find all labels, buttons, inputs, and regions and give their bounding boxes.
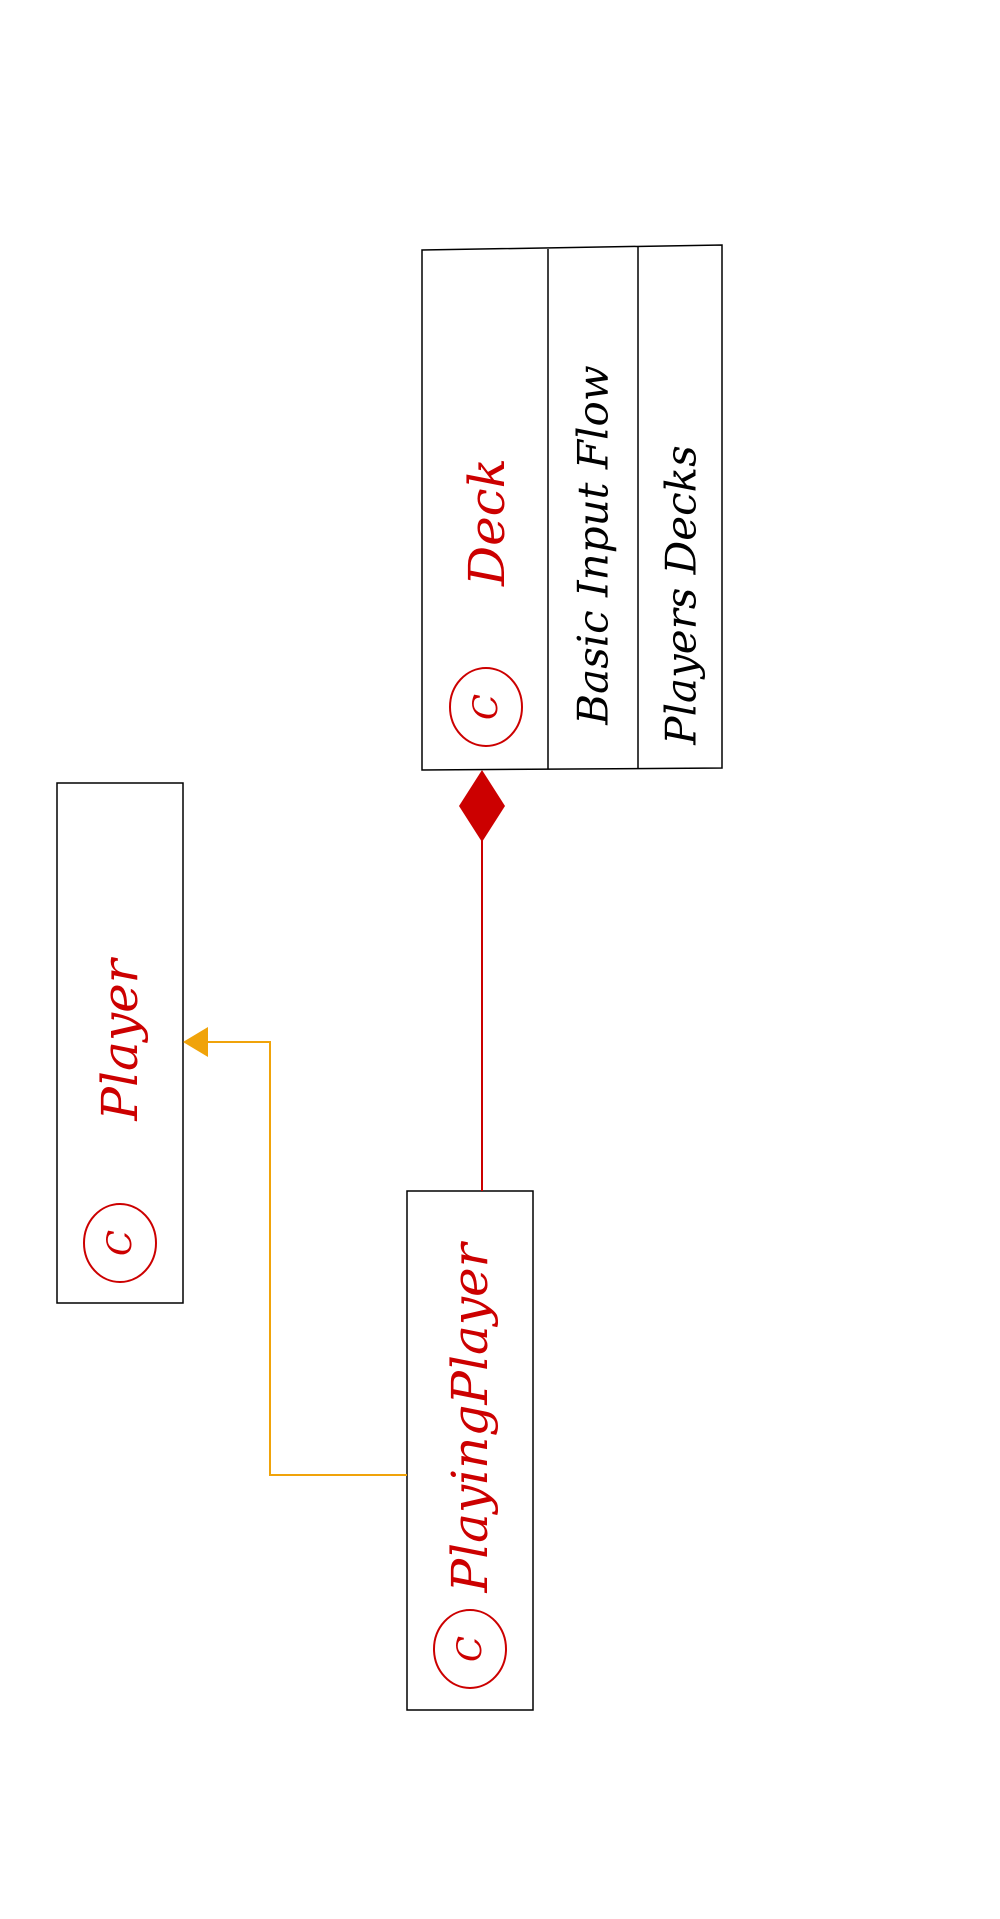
- class-badge-icon: [83, 1203, 157, 1283]
- inheritance-arrow-icon: [183, 1027, 208, 1057]
- composition-connector[interactable]: [459, 770, 505, 1191]
- class-player-name: Player: [91, 956, 149, 1121]
- class-badge-icon: [449, 667, 523, 747]
- class-playing-player-box: [406, 1190, 534, 1711]
- class-deck-badge: C: [449, 667, 523, 747]
- class-badge-icon: [433, 1609, 507, 1689]
- class-playing-player-name: PlayingPlayer: [441, 1240, 499, 1593]
- class-playing-player[interactable]: C PlayingPlayer: [406, 1190, 534, 1711]
- class-deck[interactable]: C Deck Basic Input Flow Players Decks: [421, 244, 723, 771]
- inheritance-connector[interactable]: [183, 1027, 407, 1476]
- class-deck-member: Players Decks: [657, 445, 706, 745]
- class-badge-letter: C: [466, 694, 506, 720]
- class-player-box: [56, 782, 184, 1304]
- class-deck-member: Basic Input Flow: [569, 365, 618, 725]
- composition-diamond-icon: [459, 770, 505, 842]
- class-player-badge: C: [83, 1203, 157, 1283]
- class-deck-name: Deck: [458, 458, 516, 587]
- class-badge-letter: C: [100, 1230, 140, 1256]
- class-badge-letter: C: [450, 1636, 490, 1662]
- class-playing-player-badge: C: [433, 1609, 507, 1689]
- class-player[interactable]: C Player: [56, 782, 184, 1304]
- class-deck-box: [421, 244, 723, 771]
- inheritance-line: [205, 1041, 407, 1476]
